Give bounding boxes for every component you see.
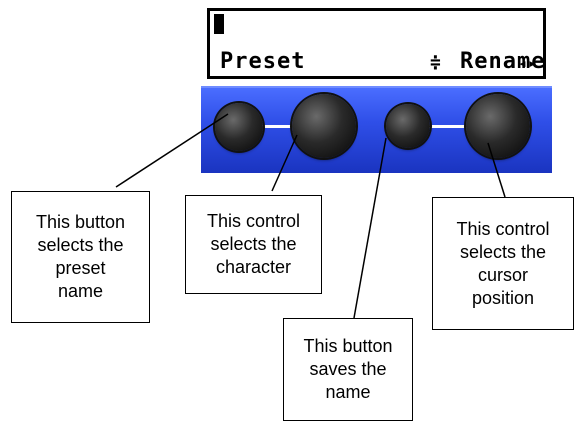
leader-line-character	[271, 134, 298, 192]
callout-preset-button: This button selects the preset name	[11, 191, 150, 323]
callout-character-control: This control selects the character	[185, 195, 322, 294]
knob-link-right	[427, 125, 467, 128]
leader-line-cursor	[487, 142, 506, 198]
control-panel	[201, 86, 552, 173]
rename-softkey-label: Rename	[460, 49, 546, 74]
character-knob[interactable]	[292, 94, 356, 158]
lcd-softkey-row: Preset ≑ Rename ◂▸	[220, 49, 544, 77]
save-button[interactable]	[386, 104, 430, 148]
leader-line-preset	[115, 113, 229, 188]
lcd-display: Preset ≑ Rename ◂▸	[207, 8, 546, 79]
callout-save-button: This button saves the name	[283, 318, 413, 421]
text-cursor-block	[214, 14, 224, 34]
cursor-position-knob[interactable]	[466, 94, 530, 158]
callout-cursor-control: This control selects the cursor position	[432, 197, 574, 330]
preset-softkey-label: Preset	[220, 49, 306, 74]
preset-button[interactable]	[215, 103, 263, 151]
left-right-arrows-icon: ◂▸	[518, 54, 539, 72]
up-down-arrows-icon: ≑	[430, 52, 442, 73]
knob-link-left	[257, 125, 291, 128]
leader-line-save	[353, 137, 387, 319]
